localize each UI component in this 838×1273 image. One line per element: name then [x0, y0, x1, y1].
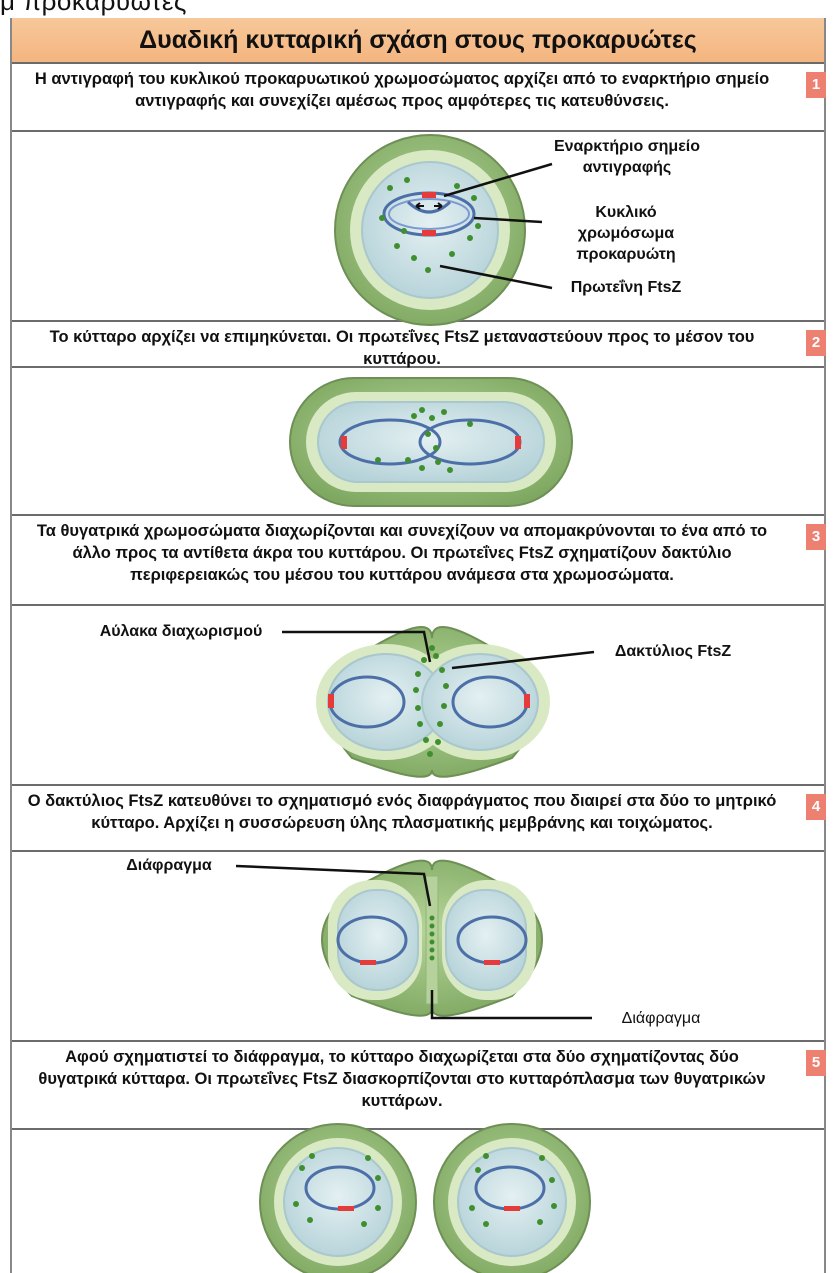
label-septum-top: Διάφραγμα — [104, 855, 234, 876]
label-chromosome: Κυκλικό χρωμόσωμα προκαρυώτη — [546, 202, 706, 265]
stage-2-cell — [290, 378, 572, 506]
label-septum-bottom: Διάφραγμα — [596, 1008, 726, 1029]
stage-5-cells — [260, 1124, 590, 1273]
label-ftsz-ring: Δακτύλιος FtsZ — [598, 641, 748, 662]
stage-4-cell — [236, 861, 592, 1018]
label-origin: Εναρκτήριο σημείο αντιγραφής — [552, 136, 702, 178]
cropped-heading-text: μ προκαρυώτες — [0, 0, 187, 17]
stage-1-cell — [335, 135, 552, 325]
fission-panel: Δυαδική κυτταρική σχάση στους προκαρυώτε… — [10, 18, 826, 1273]
stage-3-cell — [282, 627, 594, 777]
label-ftsz-protein: Πρωτεΐνη FtsZ — [556, 277, 696, 298]
label-furrow: Αύλακα διαχωρισμού — [76, 621, 286, 642]
cropped-heading: μ προκαρυώτες — [0, 0, 838, 18]
